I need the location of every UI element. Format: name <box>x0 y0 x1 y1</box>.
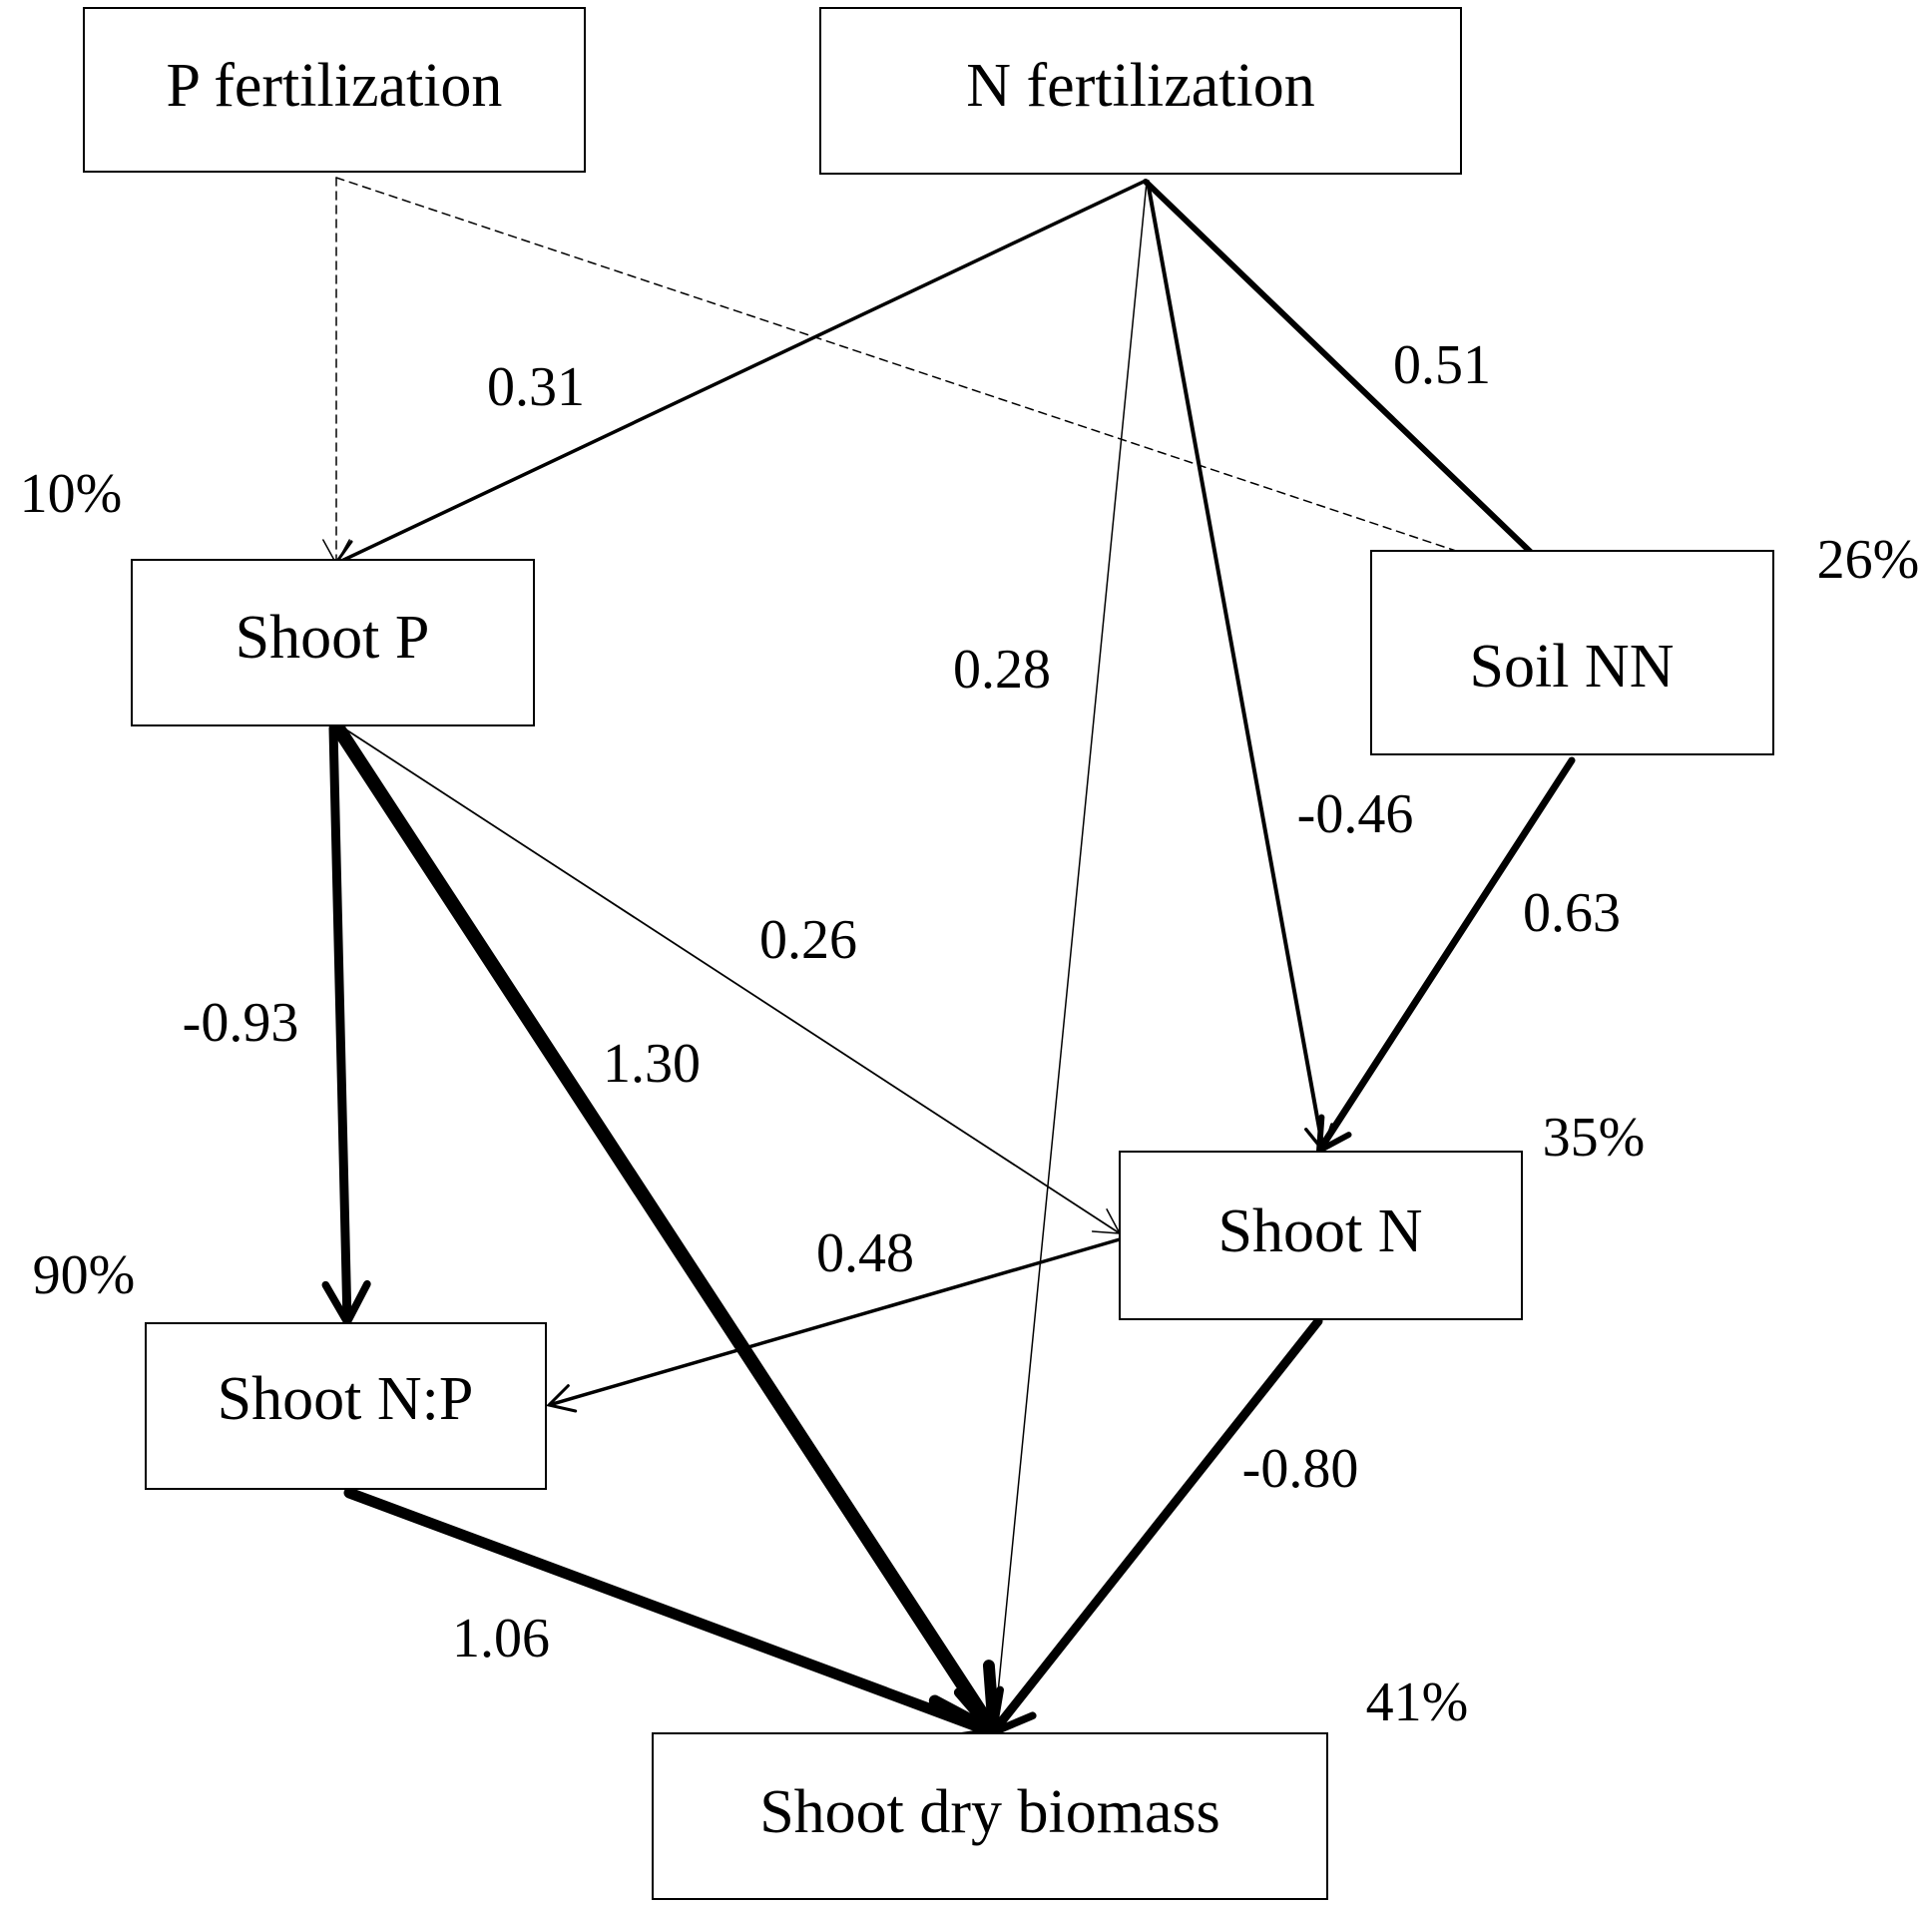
path-arrow-shoot-p-to-shoot-n <box>343 727 1122 1234</box>
path-arrow-n-fert-to-shoot-p <box>332 180 1146 568</box>
path-arrow-shoot-np-to-shoot-bio <box>343 1487 1003 1745</box>
r2-shoot-dry-biomass: 41% <box>1366 1671 1469 1733</box>
path-arrow-shoot-n-to-shoot-bio <box>988 1316 1323 1739</box>
coef-shootp-shootbio: 1.30 <box>603 1033 701 1095</box>
path-line <box>335 177 1571 590</box>
node-p-fertilization: P fertilization <box>83 7 586 173</box>
node-label-n-fertilization: N fertilization <box>966 52 1314 120</box>
node-label-shoot-n: Shoot N <box>1218 1197 1423 1265</box>
path-line <box>1146 180 1325 1152</box>
path-line <box>343 727 1121 1234</box>
coef-shootn-shootbio: -0.80 <box>1242 1438 1359 1500</box>
coef-shootp-shootnp: -0.93 <box>183 992 299 1054</box>
path-line <box>328 723 352 1323</box>
coef-nfert-shootn: -0.46 <box>1297 783 1414 845</box>
node-shoot-p: Shoot P <box>131 559 535 726</box>
r2-shoot-p: 10% <box>20 463 123 525</box>
coef-nfert-soilnn: 0.51 <box>1393 334 1491 396</box>
node-label-shoot-np: Shoot N:P <box>218 1365 474 1433</box>
coef-soilnn-shootn: 0.63 <box>1523 882 1621 944</box>
arrow-head <box>546 1384 578 1413</box>
path-arrow-n-fert-to-shoot-bio <box>982 181 1148 1735</box>
path-line <box>334 180 1146 566</box>
coef-nfert-shootbio: 0.28 <box>953 639 1051 701</box>
path-arrow-p-fert-to-shoot-p <box>322 177 350 566</box>
node-label-shoot-p: Shoot P <box>236 604 430 672</box>
r2-soil-nn: 26% <box>1817 529 1920 591</box>
r2-shoot-n: 35% <box>1543 1107 1646 1169</box>
r2-shoot-np: 90% <box>33 1244 136 1306</box>
node-shoot-np: Shoot N:P <box>145 1322 547 1490</box>
path-line <box>991 1316 1323 1733</box>
coef-nfert-shootp: 0.31 <box>487 356 585 418</box>
coef-shootn-shootnp: 0.48 <box>816 1222 914 1284</box>
path-arrow-n-fert-to-shoot-n <box>1146 180 1334 1155</box>
path-line <box>1317 756 1576 1152</box>
node-label-shoot-dry-biomass: Shoot dry biomass <box>759 1778 1220 1846</box>
node-shoot-n: Shoot N <box>1119 1151 1523 1320</box>
node-shoot-dry-biomass: Shoot dry biomass <box>652 1732 1328 1900</box>
path-line <box>993 181 1148 1734</box>
path-arrow-shoot-n-to-shoot-np <box>546 1237 1122 1413</box>
path-line <box>331 721 998 1734</box>
path-arrow-shoot-p-to-shoot-np <box>321 723 371 1330</box>
node-n-fertilization: N fertilization <box>819 7 1462 175</box>
path-line <box>548 1237 1122 1407</box>
node-label-p-fertilization: P fertilization <box>167 52 503 120</box>
path-line <box>1143 179 1570 590</box>
node-label-soil-nn: Soil NN <box>1470 633 1675 701</box>
path-line <box>343 1487 994 1736</box>
coef-shootp-shootn: 0.26 <box>759 909 857 971</box>
coef-shootnp-shootbio: 1.06 <box>452 1608 550 1670</box>
node-soil-nn: Soil NN <box>1370 550 1774 755</box>
